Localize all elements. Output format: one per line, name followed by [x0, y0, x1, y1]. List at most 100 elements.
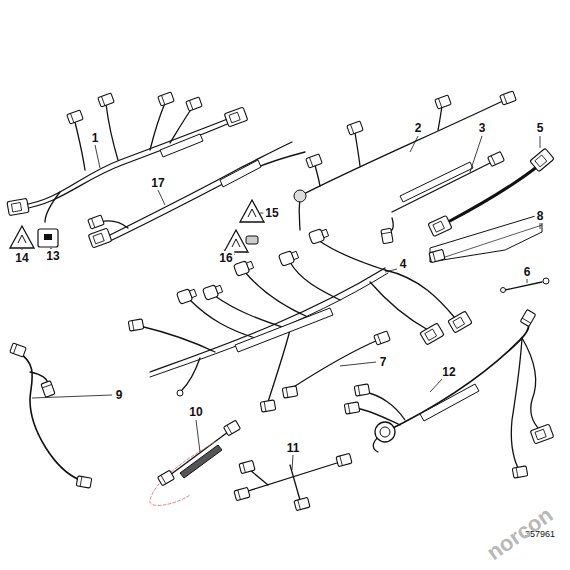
spiral-sleeve — [180, 445, 222, 478]
connector — [88, 215, 105, 229]
leader-line — [527, 279, 528, 283]
callout-number: 5 — [535, 121, 546, 135]
callout-number: 17 — [149, 176, 166, 190]
connector — [76, 476, 92, 488]
leader-lines — [22, 136, 540, 470]
cable — [385, 322, 529, 432]
sleeve — [235, 308, 333, 352]
connector — [347, 121, 364, 135]
branch-wire — [438, 106, 442, 130]
cable — [18, 352, 80, 480]
leader-line — [95, 145, 100, 168]
connector — [7, 198, 29, 215]
leader-line — [22, 249, 23, 250]
connector — [420, 323, 444, 345]
connector — [233, 259, 254, 276]
leader-line — [385, 269, 397, 272]
round-connector — [375, 422, 395, 442]
warning-triangle — [10, 226, 34, 248]
callout-number: 13 — [44, 249, 61, 263]
connector — [500, 91, 517, 105]
terminal — [501, 288, 506, 293]
callout-number: 4 — [398, 257, 409, 271]
leader-line — [292, 455, 293, 470]
connector — [530, 424, 554, 444]
connector — [306, 154, 323, 168]
grommet — [294, 190, 306, 202]
connector — [344, 402, 360, 414]
connector — [354, 384, 370, 396]
branch-wire — [355, 132, 360, 166]
connectors — [7, 91, 554, 511]
branch-wire — [75, 122, 85, 170]
connector — [224, 107, 248, 127]
branch-wire — [370, 282, 428, 330]
connector — [157, 470, 174, 486]
callout-number: 11 — [285, 441, 302, 455]
callout-number: 15 — [263, 206, 280, 220]
connector — [435, 95, 452, 109]
leader-line — [32, 395, 112, 398]
warning-symbol — [232, 239, 240, 247]
branch-wire — [182, 358, 200, 390]
cable — [292, 340, 378, 388]
relay-mark — [44, 234, 52, 240]
wires — [18, 100, 542, 505]
branch-wire — [190, 300, 255, 338]
warning-triangle — [224, 230, 248, 252]
harness-wire — [300, 100, 505, 196]
connector — [488, 152, 505, 167]
connector — [429, 249, 445, 262]
connector — [381, 228, 393, 244]
connector — [294, 497, 310, 510]
harness-wire — [22, 118, 230, 205]
branch-wire — [290, 262, 340, 300]
callout-number: 6 — [522, 265, 533, 279]
callout-number: 1 — [90, 131, 101, 145]
connector — [10, 343, 27, 357]
branch-wire — [45, 192, 60, 222]
cable — [505, 282, 542, 290]
leader-line — [158, 190, 165, 205]
sleeve — [420, 384, 479, 421]
connector — [88, 228, 112, 248]
callout-number: 3 — [477, 121, 488, 135]
connector — [239, 460, 255, 473]
sleeve — [400, 162, 473, 202]
connector — [67, 110, 84, 124]
callout-number: 9 — [114, 388, 125, 402]
connector — [158, 92, 175, 106]
branch-wire — [365, 392, 405, 420]
connector — [530, 148, 554, 172]
branch-wire — [106, 104, 118, 160]
callout-number: 7 — [378, 355, 389, 369]
connector — [278, 249, 299, 266]
sleeve — [160, 134, 203, 157]
connector — [282, 386, 298, 398]
connector — [98, 93, 115, 107]
branch-wire — [385, 270, 455, 318]
connector — [202, 283, 223, 300]
leader-line — [470, 136, 482, 172]
connector — [308, 227, 329, 244]
sleeves — [160, 134, 542, 478]
leader-line — [540, 136, 541, 148]
sleeve — [220, 160, 261, 187]
callout-number: 12 — [440, 365, 457, 379]
harness-wire — [150, 273, 388, 377]
connector — [234, 487, 250, 500]
callout-number: 8 — [535, 209, 546, 223]
connector — [186, 97, 203, 111]
connector — [176, 287, 197, 304]
callout-number: 14 — [13, 251, 30, 265]
branch-wire — [511, 338, 522, 468]
callout-number: 16 — [217, 251, 234, 265]
connector — [223, 420, 240, 436]
branch-wire — [245, 272, 310, 318]
terminal — [543, 278, 549, 284]
warning-symbol — [248, 209, 256, 217]
connector — [428, 215, 452, 236]
branch-wire — [522, 338, 540, 430]
branch-wire — [140, 326, 215, 352]
